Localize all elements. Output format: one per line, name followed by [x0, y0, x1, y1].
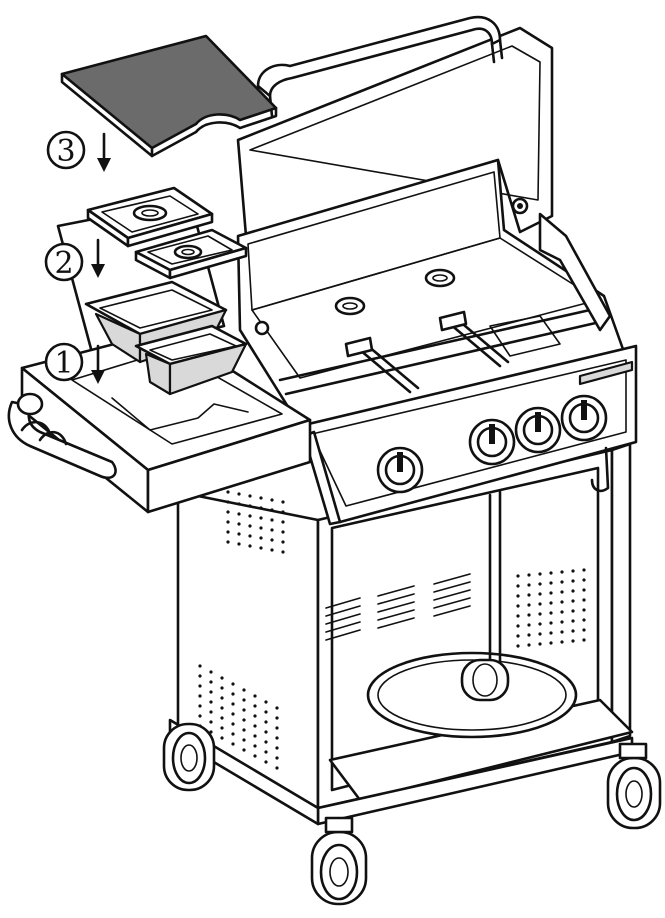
pan-lid-large: [86, 186, 214, 248]
firebox: [236, 158, 626, 428]
control-knob-2[interactable]: [468, 418, 516, 466]
step-2-marker: 2: [44, 238, 105, 282]
control-knob-4[interactable]: [560, 394, 608, 442]
step-3-label: 3: [56, 134, 75, 169]
food-pan-small: [134, 324, 248, 396]
cutting-board: [60, 34, 278, 158]
control-knob-3[interactable]: [514, 406, 562, 454]
grill-cart: [162, 442, 662, 906]
perforation-dots: [198, 490, 586, 770]
control-panel: [298, 344, 638, 526]
down-arrow-icon: [91, 238, 105, 278]
step-3-marker: 3: [46, 130, 111, 172]
control-knob-1[interactable]: [376, 446, 424, 494]
down-arrow-icon: [91, 344, 105, 384]
caster-wheel-front-left: [310, 816, 368, 906]
caster-wheel-rear-right: [460, 658, 510, 702]
down-arrow-icon: [97, 132, 111, 172]
vent-slots: [325, 573, 471, 641]
caster-wheel-rear-left: [162, 722, 216, 792]
step-1-label: 1: [54, 346, 73, 381]
caster-wheel-front-right: [606, 742, 662, 830]
step-1-marker: 1: [44, 342, 105, 384]
pan-lid-small: [134, 228, 248, 280]
step-2-label: 2: [54, 246, 73, 281]
